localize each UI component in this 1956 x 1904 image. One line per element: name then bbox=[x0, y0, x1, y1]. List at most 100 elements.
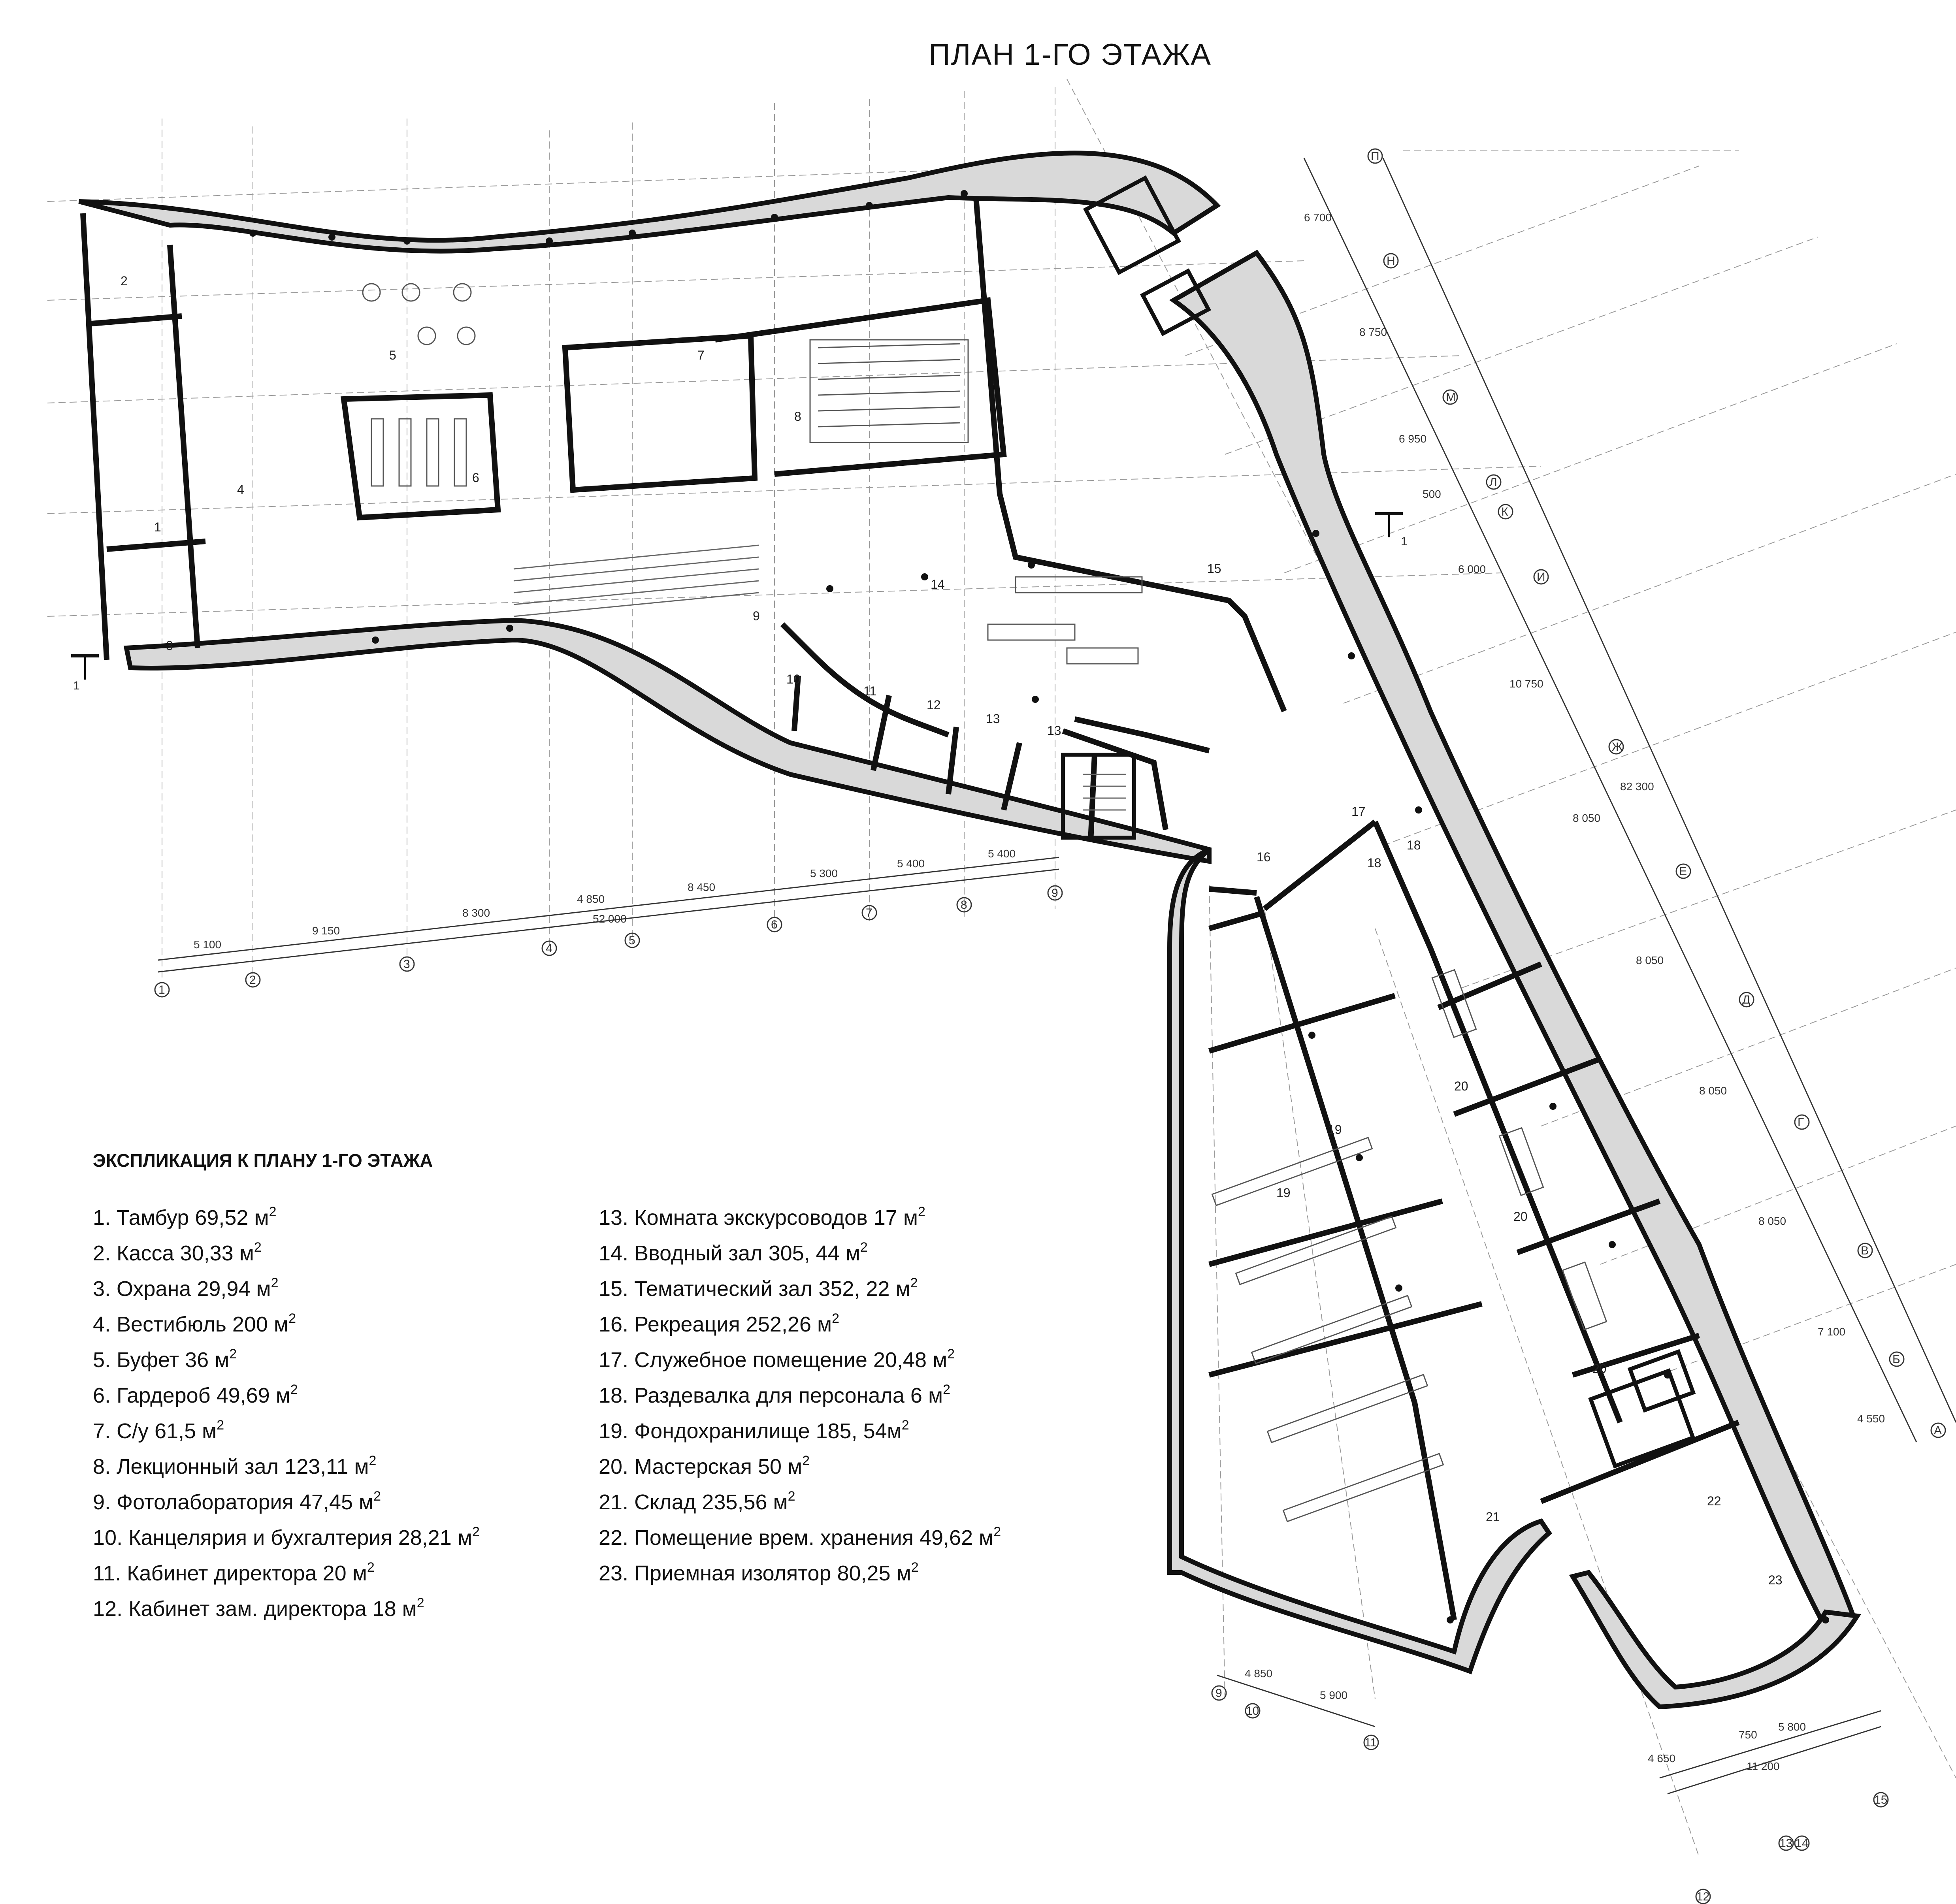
axis-label: 10 bbox=[1246, 1704, 1259, 1718]
section-mark-label: 1 bbox=[1401, 535, 1408, 548]
dimension-label: 4 850 bbox=[577, 893, 605, 905]
section-marks: 1 1 bbox=[71, 512, 1408, 692]
explication-item: 17. Служебное помещение 20,48 м2 bbox=[599, 1347, 955, 1372]
explication-item: 3. Охрана 29,94 м2 bbox=[93, 1275, 279, 1301]
explication-item: 13. Комната экскурсоводов 17 м2 bbox=[599, 1204, 925, 1230]
axis-label: 4 bbox=[546, 942, 552, 955]
stair-treads bbox=[513, 544, 1126, 811]
room-label: 1 bbox=[154, 520, 161, 534]
explication-item: 19. Фондохранилище 185, 54м2 bbox=[599, 1418, 909, 1443]
axis-label: 15 bbox=[1874, 1793, 1887, 1806]
room-label: 21 bbox=[1486, 1510, 1500, 1524]
axis-label: 14 bbox=[1795, 1837, 1808, 1850]
explication-item: 21. Склад 235,56 м2 bbox=[599, 1489, 795, 1514]
room-label: 13 bbox=[986, 712, 1000, 726]
room-label: 14 bbox=[931, 577, 945, 591]
dimension-label: 8 450 bbox=[688, 881, 715, 893]
explication-item: 9. Фотолаборатория 47,45 м2 bbox=[93, 1489, 381, 1514]
axis-label: 12 bbox=[1696, 1890, 1709, 1903]
dimension-label: 8 300 bbox=[462, 907, 490, 919]
room-label: 18 bbox=[1367, 856, 1381, 870]
explication-item: 1. Тамбур 69,52 м2 bbox=[93, 1204, 277, 1230]
room-label: 6 bbox=[472, 471, 479, 485]
axis-label: К bbox=[1501, 505, 1508, 518]
axis-label: П bbox=[1371, 150, 1379, 163]
room-label: 13 bbox=[1047, 723, 1061, 738]
dimension-label: 4 650 bbox=[1648, 1752, 1675, 1765]
horizontal-dimension-chain: 5 100 9 150 8 300 4 850 8 450 5 300 5 40… bbox=[154, 847, 1063, 998]
axis-label: Д bbox=[1742, 993, 1750, 1006]
dimension-label: 8 050 bbox=[1636, 954, 1664, 966]
axis-label: Г bbox=[1798, 1116, 1804, 1129]
explication-item: 15. Тематический зал 352, 22 м2 bbox=[599, 1275, 918, 1301]
axis-label: Ж bbox=[1612, 740, 1623, 753]
dimension-label: 7 100 bbox=[1818, 1326, 1845, 1338]
room-label: 19 bbox=[1328, 1122, 1342, 1137]
dimension-total-label: 82 300 bbox=[1620, 780, 1654, 793]
room-label: 11 bbox=[863, 684, 876, 698]
axis-label: 6 bbox=[771, 918, 778, 931]
axis-label: 9 bbox=[1051, 887, 1058, 900]
dimension-label: 5 400 bbox=[988, 847, 1016, 860]
room-label: 4 bbox=[237, 482, 244, 497]
dimension-label: 500 bbox=[1423, 488, 1441, 500]
dimension-label: 10 750 bbox=[1509, 678, 1543, 690]
dimension-label: 8 750 bbox=[1359, 326, 1387, 338]
dimension-label: 8 050 bbox=[1758, 1215, 1786, 1227]
axis-label: Л bbox=[1489, 476, 1497, 489]
room-label: 3 bbox=[166, 638, 173, 653]
axis-label: 3 bbox=[403, 958, 410, 971]
room-label: 20 bbox=[1592, 1362, 1607, 1376]
interior-walls bbox=[80, 197, 1740, 1621]
dimension-label: 6 950 bbox=[1399, 433, 1426, 445]
axis-label: 8 bbox=[961, 898, 967, 912]
room-label: 17 bbox=[1351, 804, 1366, 819]
axis-label: 2 bbox=[249, 974, 256, 987]
explication-column-2: 13. Комната экскурсоводов 17 м2 14. Ввод… bbox=[599, 1197, 1001, 1588]
explication-item: 2. Касса 30,33 м2 bbox=[93, 1240, 262, 1265]
explication-item: 14. Вводный зал 305, 44 м2 bbox=[599, 1240, 868, 1265]
room-label: 12 bbox=[927, 698, 941, 712]
axis-label: А bbox=[1934, 1424, 1942, 1437]
axis-label: Н bbox=[1387, 254, 1395, 267]
explication-item: 11. Кабинет директора 20 м2 bbox=[93, 1560, 375, 1585]
axis-label: Е bbox=[1679, 865, 1687, 878]
axis-label: Б bbox=[1892, 1353, 1900, 1366]
explication-item: 5. Буфет 36 м2 bbox=[93, 1347, 237, 1372]
room-label: 16 bbox=[1257, 850, 1271, 864]
stair-cores bbox=[1061, 175, 1696, 1469]
axis-label: М bbox=[1446, 391, 1456, 404]
axis-label: 11 bbox=[1364, 1736, 1377, 1749]
axis-label: 9 bbox=[1215, 1687, 1222, 1700]
dimension-label: 6 700 bbox=[1304, 211, 1332, 224]
axis-label: И bbox=[1537, 571, 1545, 584]
room-labels: 1 2 3 4 5 6 7 8 9 10 11 12 13 13 14 15 1… bbox=[121, 274, 1783, 1587]
explication-item: 6. Гардероб 49,69 м2 bbox=[93, 1382, 298, 1407]
room-label: 18 bbox=[1407, 838, 1421, 852]
room-label: 20 bbox=[1513, 1209, 1528, 1224]
axis-label: В bbox=[1861, 1244, 1869, 1257]
dimension-label: 4 550 bbox=[1857, 1412, 1885, 1425]
explication-item: 22. Помещение врем. хранения 49,62 м2 bbox=[599, 1524, 1001, 1550]
explication-item: 10. Канцелярия и бухгалтерия 28,21 м2 bbox=[93, 1524, 480, 1550]
dimension-label: 5 100 bbox=[194, 938, 221, 951]
dimension-label: 5 400 bbox=[897, 857, 925, 870]
dimension-label: 5 300 bbox=[810, 867, 838, 879]
room-label: 22 bbox=[1707, 1494, 1721, 1508]
room-label: 15 bbox=[1207, 561, 1221, 576]
dimension-total-label: 11 200 bbox=[1747, 1760, 1780, 1772]
structural-columns bbox=[249, 190, 1829, 1623]
page-title: ПЛАН 1-ГО ЭТАЖА bbox=[929, 38, 1212, 72]
axis-label: 5 bbox=[629, 934, 635, 947]
dimension-total-label: 52 000 bbox=[593, 913, 627, 925]
diagonal-dimension-chain: 6 700 8 750 6 950 500 6 000 10 750 8 050… bbox=[1303, 148, 1956, 1443]
explication-item: 23. Приемная изолятор 80,25 м2 bbox=[599, 1560, 919, 1585]
explication-item: 7. С/у 61,5 м2 bbox=[93, 1418, 224, 1443]
explication-item: 18. Раздевалка для персонала 6 м2 bbox=[599, 1382, 950, 1407]
room-label: 10 bbox=[786, 672, 801, 686]
dimension-label: 5 900 bbox=[1320, 1689, 1347, 1701]
axis-label: 13 bbox=[1779, 1837, 1792, 1850]
section-mark-label: 1 bbox=[73, 679, 80, 692]
room-label: 20 bbox=[1454, 1079, 1468, 1093]
